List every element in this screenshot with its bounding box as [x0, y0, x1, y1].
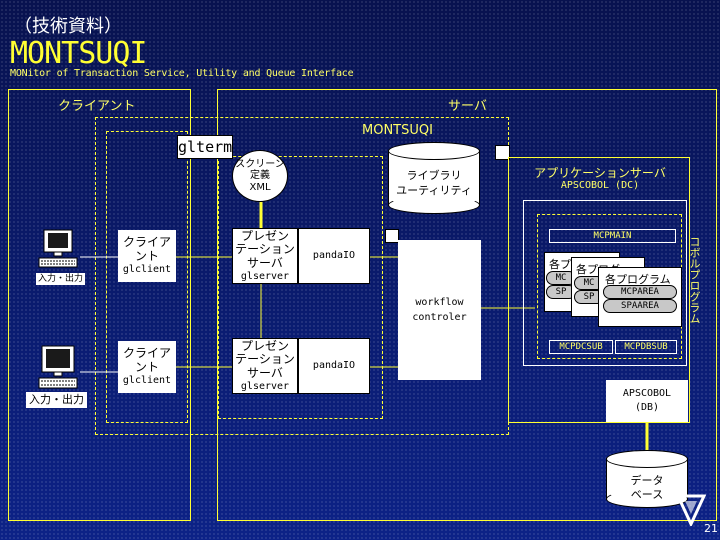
- library-line-2: ユーティリティ: [396, 184, 472, 197]
- app-server-region: [508, 157, 690, 423]
- pandaio-box-2: pandaIO: [298, 338, 370, 394]
- client-inner-region: [106, 131, 188, 423]
- terminal-1: [36, 229, 80, 273]
- io-label-1: 入力・出力: [36, 273, 86, 285]
- screen-definition-xml: スクリーン 定義 XML: [232, 150, 288, 202]
- client-1-proc: glclient: [122, 264, 172, 276]
- database-line-1: データ: [630, 474, 664, 487]
- mcpdbsub-box: MCPDBSUB: [615, 340, 677, 354]
- cobol-program-vertical-label: コボルプログラム: [688, 236, 701, 324]
- montsuqi-region-label: MONTSUQI: [362, 123, 433, 138]
- client-1-name-line-2: ント: [134, 249, 159, 264]
- computer-icon: [38, 229, 78, 268]
- library-cylinder: ライブラリ ユーティリティ: [388, 142, 480, 214]
- client-box-2: クライア ント glclient: [118, 341, 176, 393]
- client-region-label: クライアント: [58, 99, 136, 114]
- port-square-2: [495, 145, 510, 160]
- screen-def-line-1: スクリーン: [235, 158, 285, 170]
- pres-1-line-2: テーション: [235, 242, 295, 257]
- mcpdcsub-box: MCPDCSUB: [549, 340, 613, 354]
- client-region: [8, 89, 191, 521]
- app-server-subtitle: APSCOBOL (DC): [560, 180, 640, 191]
- client-1-name-line-1: クライア: [122, 235, 171, 250]
- workflow-line-2: controler: [412, 312, 467, 323]
- client-box-1: クライア ント glclient: [118, 230, 176, 282]
- workflow-line-1: workflow: [415, 297, 464, 308]
- presentation-server-1: プレゼン テーション サーバ glserver: [232, 228, 298, 284]
- workflow-controller-box: workflow controler: [398, 240, 481, 380]
- screen-def-line-3: XML: [249, 181, 271, 193]
- mcpmain-box: MCPMAIN: [549, 229, 676, 243]
- pres-2-line-3: サーバ: [247, 366, 283, 381]
- glterm-label: glterm: [177, 135, 233, 159]
- program-back-1-label: 各プ: [549, 258, 571, 271]
- presentation-server-2: プレゼン テーション サーバ glserver: [232, 338, 298, 394]
- apscobol-db-box: APSCOBOL (DB): [606, 380, 688, 422]
- apscobol-db-line-1: APSCOBOL: [622, 388, 672, 399]
- app-server-title: アプリケーションサーバ: [534, 166, 666, 180]
- pres-2-line-1: プレゼン: [240, 338, 289, 353]
- pres-2-proc: glserver: [240, 380, 290, 392]
- computer-icon: [38, 345, 78, 389]
- database-cylinder: データ ベース: [606, 450, 688, 508]
- client-2-name-line-2: ント: [134, 360, 159, 375]
- program-back-2-pill-1: MC: [574, 276, 604, 290]
- cobol-region: [523, 200, 687, 366]
- page-number: 21: [704, 522, 718, 535]
- screen-def-line-2: 定義: [250, 170, 270, 182]
- client-2-name-line-1: クライア: [122, 346, 171, 361]
- slide-subtitle: MONitor of Transaction Service, Utility …: [10, 68, 354, 79]
- database-line-2: ベース: [630, 488, 664, 501]
- pres-1-proc: glserver: [240, 270, 290, 282]
- slide-category: （技術資料）: [14, 16, 122, 37]
- company-logo: [676, 494, 706, 526]
- pandaio-box-1: pandaIO: [298, 228, 370, 284]
- terminal-2: [36, 345, 80, 391]
- pres-2-line-2: テーション: [235, 352, 295, 367]
- pres-1-line-1: プレゼン: [240, 228, 289, 243]
- pres-1-line-3: サーバ: [247, 256, 283, 271]
- io-label-2: 入力・出力: [26, 392, 87, 408]
- mcparea-pill: MCPAREA: [603, 285, 677, 299]
- server-region-label: サーバ: [448, 99, 487, 114]
- port-square-1: [385, 229, 399, 243]
- server-region: [217, 89, 717, 521]
- library-line-1: ライブラリ: [406, 169, 462, 182]
- spaarea-pill: SPAAREA: [603, 299, 677, 313]
- slide-title: MONTSUQI: [10, 36, 147, 71]
- presentation-inner-region: [218, 156, 383, 419]
- program-front-heading: 各プログラム: [605, 273, 671, 286]
- apscobol-db-line-2: (DB): [634, 402, 660, 413]
- client-2-proc: glclient: [122, 375, 172, 387]
